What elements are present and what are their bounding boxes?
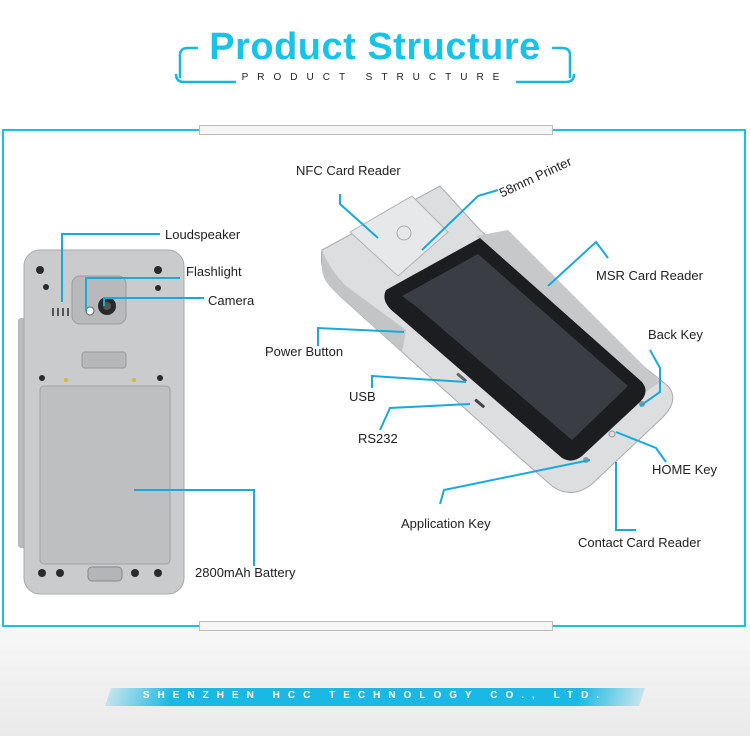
label-power-button: Power Button (265, 344, 344, 359)
label-contact-card-reader: Contact Card Reader (578, 535, 701, 550)
label-application-key: Application Key (401, 516, 491, 531)
footer-company-name: SHENZHEN HCC TECHNOLOGY CO., LTD. (142, 690, 608, 701)
header: Product Structure PRODUCT STRUCTURE (0, 0, 750, 120)
label-loudspeaker: Loudspeaker (165, 227, 241, 242)
label-back-key: Back Key (648, 327, 703, 342)
label-rs232: RS232 (358, 431, 398, 446)
label-home-key: HOME Key (652, 462, 718, 477)
page-subtitle: PRODUCT STRUCTURE (241, 72, 509, 83)
label-msr-card-reader: MSR Card Reader (596, 268, 703, 283)
footer-background (0, 630, 750, 736)
label-flashlight: Flashlight (186, 264, 242, 279)
page-title: Product Structure (209, 26, 541, 68)
frame-tab-top (199, 125, 553, 135)
device-front-view (320, 185, 674, 493)
label-nfc-card-reader: NFC Card Reader (296, 163, 401, 178)
leader-lines (61, 189, 667, 566)
device-back-view (18, 249, 185, 595)
frame-tab-bottom (199, 621, 553, 631)
title-bracket (174, 46, 576, 84)
label-usb: USB (349, 389, 376, 404)
label-battery: 2800mAh Battery (195, 565, 296, 580)
label-camera: Camera (208, 293, 255, 308)
